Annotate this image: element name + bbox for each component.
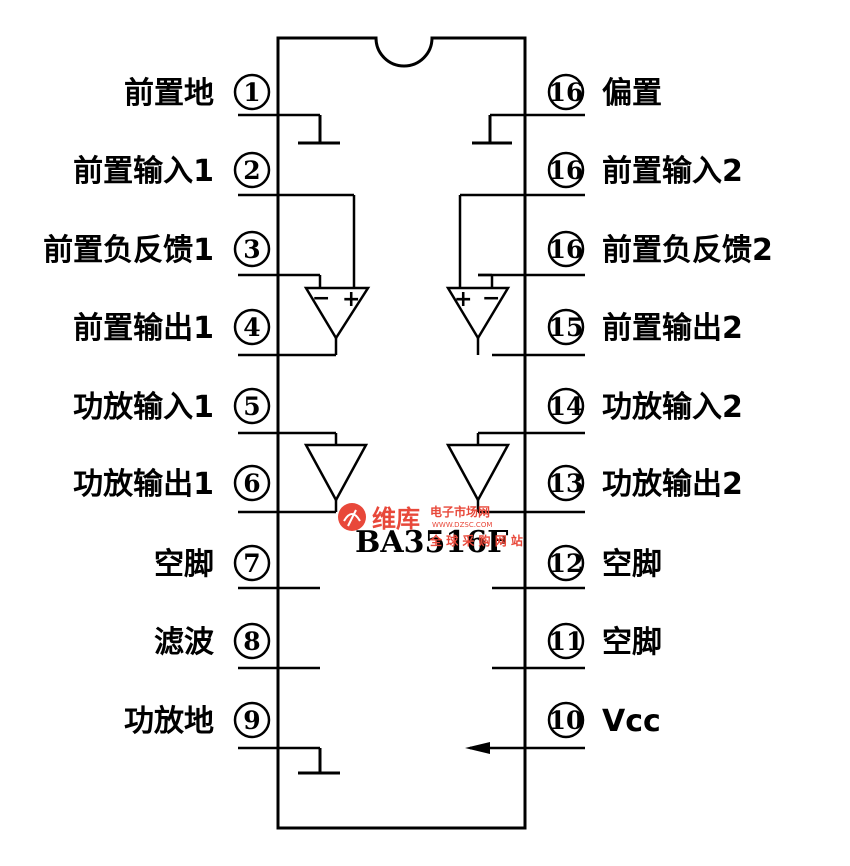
pin-circle-left [233, 230, 271, 268]
pin-number-left: 1 [243, 78, 260, 107]
chip-name: BA3516F [355, 525, 508, 560]
pin-circle-right [547, 73, 585, 111]
pin-label-right: 前置负反馈2 [602, 233, 773, 268]
pin-number-right: 16 [549, 235, 584, 264]
vcc-arrow [465, 742, 490, 754]
pin-circle-right [547, 151, 585, 189]
power-amp-1 [303, 433, 369, 512]
pin-number-left: 5 [243, 392, 260, 421]
chip-body-outline [276, 36, 527, 830]
pin-number-left: 3 [243, 235, 260, 264]
pin-circle-right [547, 387, 585, 425]
watermark: 维库 电子市场网 WWW.DZSC.COM 全 球 采 购 网 站 [338, 503, 523, 548]
pin-number-right: 15 [549, 313, 584, 342]
ground-symbol-pin1 [298, 115, 340, 145]
pin-label-left: 前置输出1 [73, 311, 214, 346]
pin-number-left: 6 [243, 469, 260, 498]
pin-circle-left [233, 701, 271, 739]
pin-circle-left [233, 464, 271, 502]
pin-label-right: 偏置 [602, 76, 662, 111]
preamp-1 [303, 195, 371, 355]
pin-label-right: 功放输入2 [602, 390, 743, 425]
watermark-line1: 电子市场网 [430, 504, 490, 519]
preamp-2 [445, 195, 511, 355]
pin-number-left: 9 [243, 706, 260, 735]
pin-label-right: 前置输出2 [602, 311, 743, 346]
pin-number-right: 12 [549, 549, 584, 578]
watermark-url: WWW.DZSC.COM [432, 521, 492, 529]
pin-number-right: 13 [549, 469, 584, 498]
pin-circle-left [233, 622, 271, 660]
pin-number-left: 4 [243, 313, 260, 342]
pin-circle-right [547, 308, 585, 346]
preamp-2-plus: + [454, 287, 472, 312]
pin-label-left: 前置地 [124, 76, 214, 111]
pin-circle-right [547, 701, 585, 739]
watermark-line2: 全 球 采 购 网 站 [429, 533, 523, 548]
pin-number-right: 10 [549, 706, 584, 735]
pin-label-right: Vcc [602, 704, 661, 739]
power-amp-2 [445, 433, 511, 512]
pin-circle-right [547, 622, 585, 660]
pin-label-left: 前置输入1 [73, 154, 214, 189]
pin-circle-right [547, 464, 585, 502]
preamp-1-plus: + [342, 287, 360, 312]
pin-number-left: 7 [243, 549, 260, 578]
pin-label-left: 功放输入1 [73, 390, 214, 425]
preamp-1-minus: − [312, 286, 330, 311]
ground-symbol-pin9 [298, 748, 340, 775]
pin-number-right: 16 [549, 78, 584, 107]
pin-circle-left [233, 544, 271, 582]
pin-label-right: 空脚 [602, 625, 662, 660]
pin-label-left: 滤波 [154, 625, 215, 660]
pin-label-right: 功放输出2 [602, 467, 743, 502]
pin-label-right: 空脚 [602, 547, 662, 582]
pin-circle-left [233, 387, 271, 425]
watermark-brand: 维库 [372, 505, 420, 533]
pin-circle-right [547, 544, 585, 582]
pin-label-left: 功放地 [124, 704, 214, 739]
pin-number-left: 2 [243, 156, 260, 185]
left-pin-leads [238, 113, 354, 750]
pin-circle-right [547, 230, 585, 268]
ground-symbol-pin16 [472, 115, 512, 145]
pin-circle-left [233, 151, 271, 189]
pin-circle-left [233, 308, 271, 346]
preamp-2-minus: − [482, 286, 500, 311]
pin-circle-left [233, 73, 271, 111]
pin-number-right: 16 [549, 156, 584, 185]
pin-label-left: 空脚 [154, 547, 214, 582]
pin-number-right: 14 [549, 392, 584, 421]
pin-label-left: 前置负反馈1 [43, 233, 214, 268]
pin-label-right: 前置输入2 [602, 154, 743, 189]
pin-group: 1 前置地 2 前置输入1 3 前置负反馈1 4 前置输出1 5 功放输入1 6 功放输出1 7 空脚 8滤… [43, 73, 773, 739]
pin-number-left: 8 [243, 627, 260, 656]
pin-label-left: 功放输出1 [73, 467, 214, 502]
pin-number-right: 11 [549, 627, 584, 656]
